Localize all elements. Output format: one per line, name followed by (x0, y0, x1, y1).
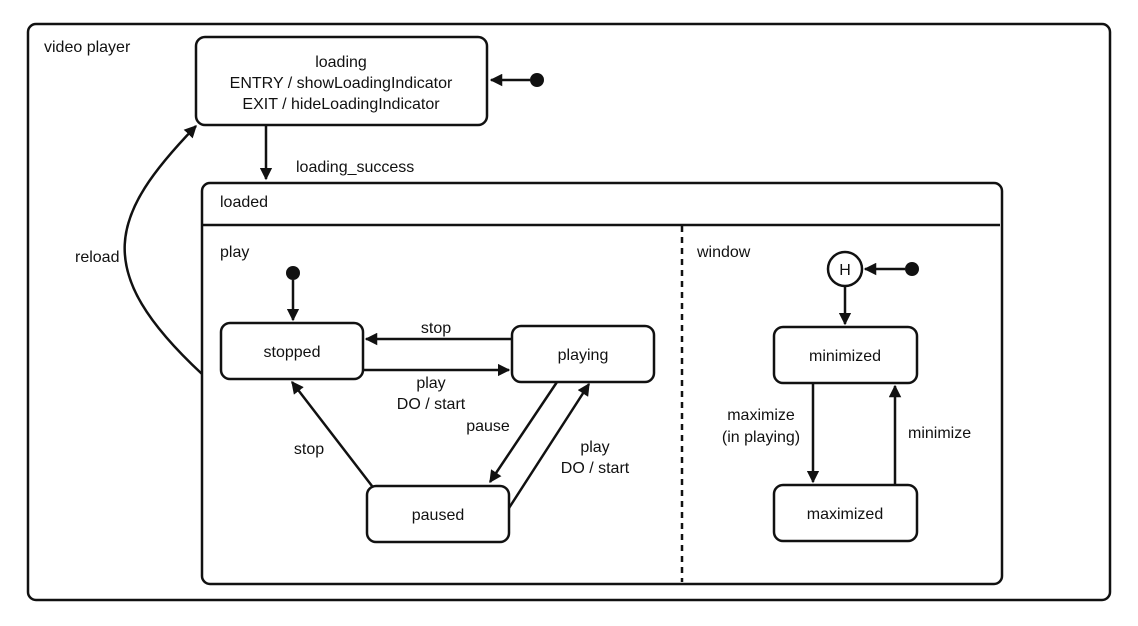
video-player-container (26, 22, 1112, 602)
play-label-right-line2: DO / start (561, 460, 630, 477)
loading-success-label: loading_success (296, 159, 414, 176)
transition-play-paused-playing (507, 382, 591, 509)
stop-label-left: stop (294, 441, 324, 458)
transition-stop-paused-stopped (291, 381, 373, 487)
reload-label: reload (75, 249, 119, 266)
pause-label: pause (466, 418, 510, 435)
stopped-label: stopped (264, 344, 321, 361)
loading-exit-action: EXIT / hideLoadingIndicator (242, 96, 440, 113)
state-playing (510, 324, 656, 384)
maximize-label-line1: maximize (727, 407, 795, 424)
initial-state-window (905, 262, 919, 276)
container-title: video player (44, 39, 131, 56)
paused-label: paused (412, 507, 465, 524)
state-paused (365, 484, 511, 544)
state-minimized (772, 325, 919, 385)
history-label: H (839, 262, 851, 279)
stop-label-top: stop (421, 320, 451, 337)
region-play-label: play (220, 244, 249, 261)
minimize-label: minimize (908, 425, 971, 442)
play-label-mid-line2: DO / start (397, 396, 466, 413)
playing-label: playing (558, 347, 609, 364)
play-label-right-line1: play (580, 439, 609, 456)
state-loading (194, 35, 489, 127)
play-label-mid-line1: play (416, 375, 445, 392)
minimized-label: minimized (809, 348, 881, 365)
loading-entry-action: ENTRY / showLoadingIndicator (230, 75, 453, 92)
maximized-label: maximized (807, 506, 883, 523)
loading-title: loading (315, 54, 367, 71)
maximize-label-line2: (in playing) (722, 429, 800, 446)
loaded-title: loaded (220, 194, 268, 211)
region-window-label: window (696, 244, 751, 261)
state-stopped (219, 321, 365, 381)
transition-pause (488, 381, 559, 484)
transition-reload (123, 125, 203, 375)
state-maximized (772, 483, 919, 543)
initial-state-play (286, 266, 300, 280)
initial-state-loading (530, 73, 544, 87)
